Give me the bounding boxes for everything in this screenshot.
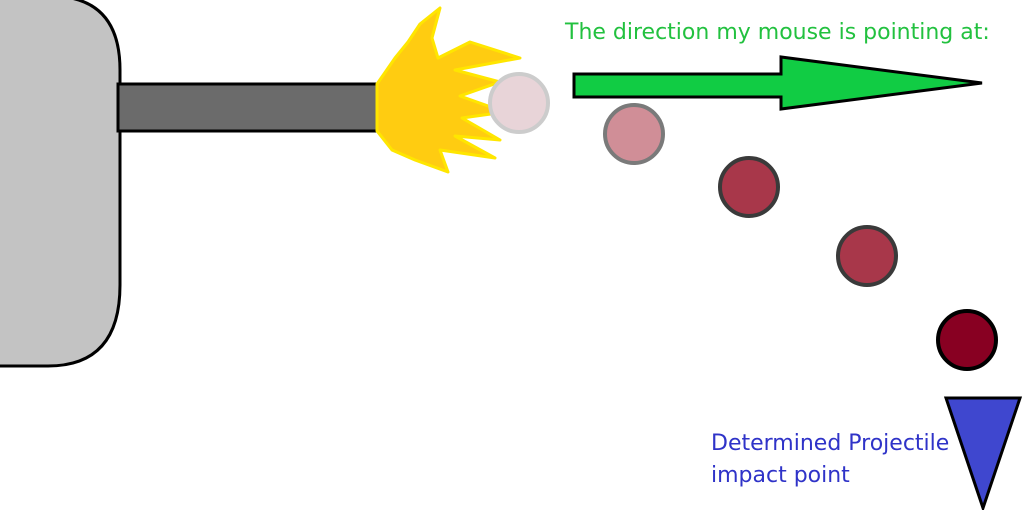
- down-triangle-icon: [943, 396, 1023, 510]
- right-arrow-icon: [572, 55, 983, 111]
- muzzle-flash-icon: [375, 6, 522, 174]
- impact-label-line1: Determined Projectile: [711, 431, 949, 456]
- cannon-body: [0, 0, 122, 368]
- projectile-2: [603, 103, 665, 165]
- projectile-path: [488, 72, 998, 371]
- direction-label: The direction my mouse is pointing at:: [564, 20, 990, 45]
- projectile-3: [718, 156, 780, 218]
- impact-label-line2: impact point: [711, 463, 850, 488]
- projectile-1: [488, 72, 550, 134]
- projectile-5: [936, 309, 998, 371]
- cannon-barrel: [116, 82, 380, 133]
- projectile-4: [836, 225, 898, 287]
